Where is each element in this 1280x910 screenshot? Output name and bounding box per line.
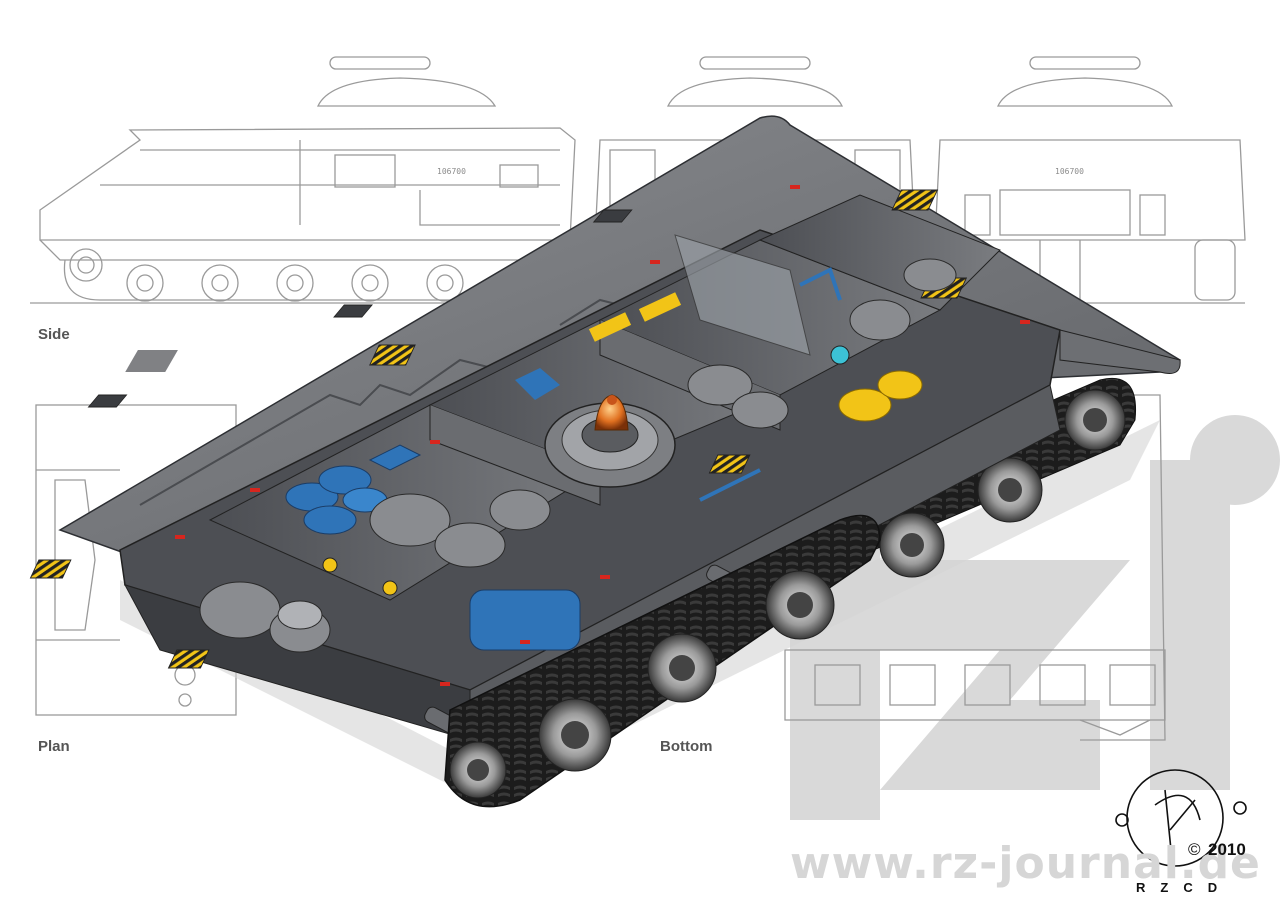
artist-signature [1115, 769, 1247, 867]
indicator-light [830, 345, 850, 365]
hull-number-rear: 106700 [1055, 167, 1084, 176]
hull-vents [87, 209, 633, 408]
side-view-label: Side [38, 326, 70, 343]
studio-initials: RZCD [1136, 880, 1233, 895]
tank-cutaway [29, 115, 1181, 808]
bottom-view-label: Bottom [660, 738, 713, 755]
reactor-core [544, 394, 676, 488]
website-watermark: www.rz-journal.de [790, 838, 1261, 889]
plan-view-label: Plan [38, 738, 70, 755]
yellow-components [322, 292, 923, 596]
near-track [444, 514, 881, 808]
copyright-symbol: © [1188, 840, 1201, 859]
hull-number-side: 106700 [437, 167, 466, 176]
copyright-year: 2010 [1208, 840, 1246, 859]
blue-components [285, 267, 842, 651]
red-markers [175, 185, 1030, 686]
machinery [199, 258, 957, 653]
